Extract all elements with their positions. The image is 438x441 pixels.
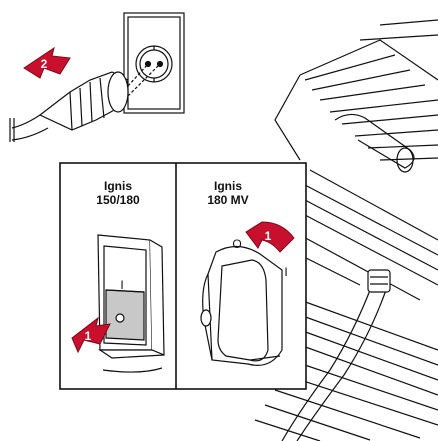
plug-step-badge: 2 <box>41 57 48 71</box>
dial-step-badge: 1 <box>265 229 272 243</box>
power-plug <box>9 63 161 142</box>
panel-right-model-line2: 180 MV <box>207 193 249 207</box>
panel-right-heading: Ignis 180 MV <box>178 179 278 207</box>
panel-left-heading: Ignis 150/180 <box>62 179 174 207</box>
panel-left-model-line2: 150/180 <box>96 193 140 207</box>
hose <box>281 269 391 441</box>
plug-step-arrow: 2 <box>23 46 71 79</box>
dial-on-mark: I <box>284 265 287 279</box>
machine-body <box>254 19 438 441</box>
panel-left-model-line1: Ignis <box>103 179 132 193</box>
wall-socket <box>123 12 185 114</box>
panel-right-model-line1: Ignis <box>213 179 242 193</box>
rocker-step-arrow: 1 <box>71 316 111 354</box>
rocker-switch <box>97 234 165 373</box>
rotary-dial <box>200 245 283 366</box>
dial-off-mark: O <box>232 237 241 251</box>
rocker-step-badge: 1 <box>85 329 92 343</box>
dial-step-arrow: 1 <box>245 221 295 253</box>
rocker-on-mark: I <box>120 278 123 292</box>
